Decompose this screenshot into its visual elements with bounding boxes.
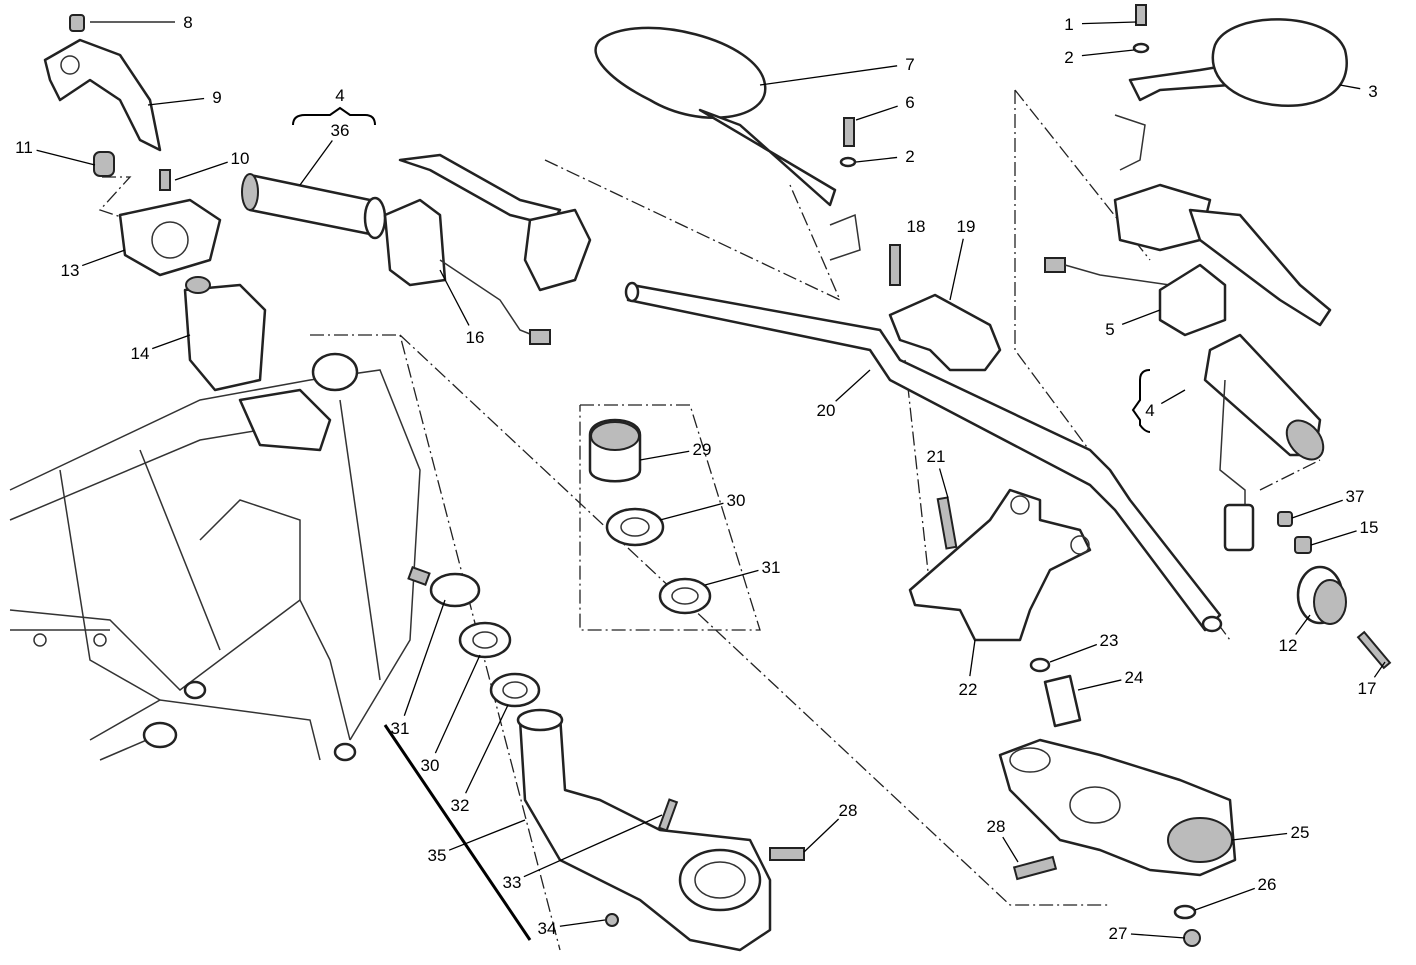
callout-16: 16 [466,328,485,347]
callout-18: 18 [907,217,926,236]
callout-33: 33 [503,873,522,892]
leader-line [855,105,898,121]
callout-31: 31 [391,719,410,738]
leader-line [1081,21,1137,25]
callout-5: 5 [1105,320,1114,339]
bracket-marks [292,106,1151,433]
callout-11: 11 [15,138,33,157]
callout-7: 7 [905,55,914,74]
parts [43,4,1392,952]
leader-line [81,249,126,267]
callout-20: 20 [817,401,836,420]
leader-line [174,161,228,181]
callout-4: 4 [1145,401,1154,420]
leader-line [523,814,663,878]
callout-22: 22 [959,680,978,699]
callout-15: 15 [1360,518,1379,537]
leader-line [803,818,840,853]
leader-line [1231,832,1288,841]
leader-line [434,654,481,754]
leader-line [299,140,333,186]
leader-line [36,149,96,166]
callout-10: 10 [231,149,250,168]
leader-line [1130,933,1186,939]
callout-19: 19 [957,217,976,236]
callout-30: 30 [727,491,746,510]
leader-line [1081,49,1135,57]
callout-1: 1 [1064,15,1073,34]
leader-line [439,269,470,326]
callout-26: 26 [1258,875,1277,894]
leader-line [1339,84,1361,90]
leader-line [559,919,606,927]
callout-28: 28 [987,817,1006,836]
callout-30: 30 [421,756,440,775]
callout-34: 34 [538,919,557,938]
leader-line [465,704,509,794]
leader-line [1121,309,1161,325]
leader-line [1077,679,1122,691]
callout-2: 2 [1064,48,1073,67]
callout-23: 23 [1100,631,1119,650]
callout-6: 6 [905,93,914,112]
callout-13: 13 [61,261,80,280]
callout-2: 2 [905,147,914,166]
leader-line [659,502,724,521]
leader-line [1194,887,1255,911]
leader-line [1160,389,1186,405]
leader-line [639,450,690,461]
callout-21: 21 [927,447,946,466]
leader-line [1373,661,1386,678]
leader-line [448,819,526,851]
callout-3: 3 [1368,82,1377,101]
leader-line [1002,836,1019,863]
callout-31: 31 [762,558,781,577]
callout-9: 9 [212,88,221,107]
leader-line [1310,530,1357,546]
motorcycle-frame [9,352,421,762]
callout-14: 14 [131,344,150,363]
callout-4: 4 [335,86,344,105]
callout-37: 37 [1346,487,1365,506]
callout-36: 36 [331,121,350,140]
leader-line [938,468,949,499]
callout-27: 27 [1109,924,1128,943]
leader-line [403,599,446,716]
callout-35: 35 [428,846,447,865]
callout-25: 25 [1291,823,1310,842]
callout-28: 28 [839,801,858,820]
leader-line [855,156,898,163]
leader-line [949,238,964,301]
leader-line [704,569,759,586]
leader-line [1049,643,1098,663]
leader-line [835,369,871,402]
callout-8: 8 [183,13,192,32]
callout-12: 12 [1279,636,1298,655]
leader-line [152,334,191,350]
callout-17: 17 [1358,679,1377,698]
leader-line [147,97,205,106]
leader-line [759,65,898,86]
callout-24: 24 [1125,668,1144,687]
callout-32: 32 [451,796,470,815]
leader-line [1295,614,1311,635]
callout-29: 29 [693,440,712,459]
leader-lines [36,21,1386,939]
leader-line [969,639,976,677]
leader-line [1291,499,1343,519]
